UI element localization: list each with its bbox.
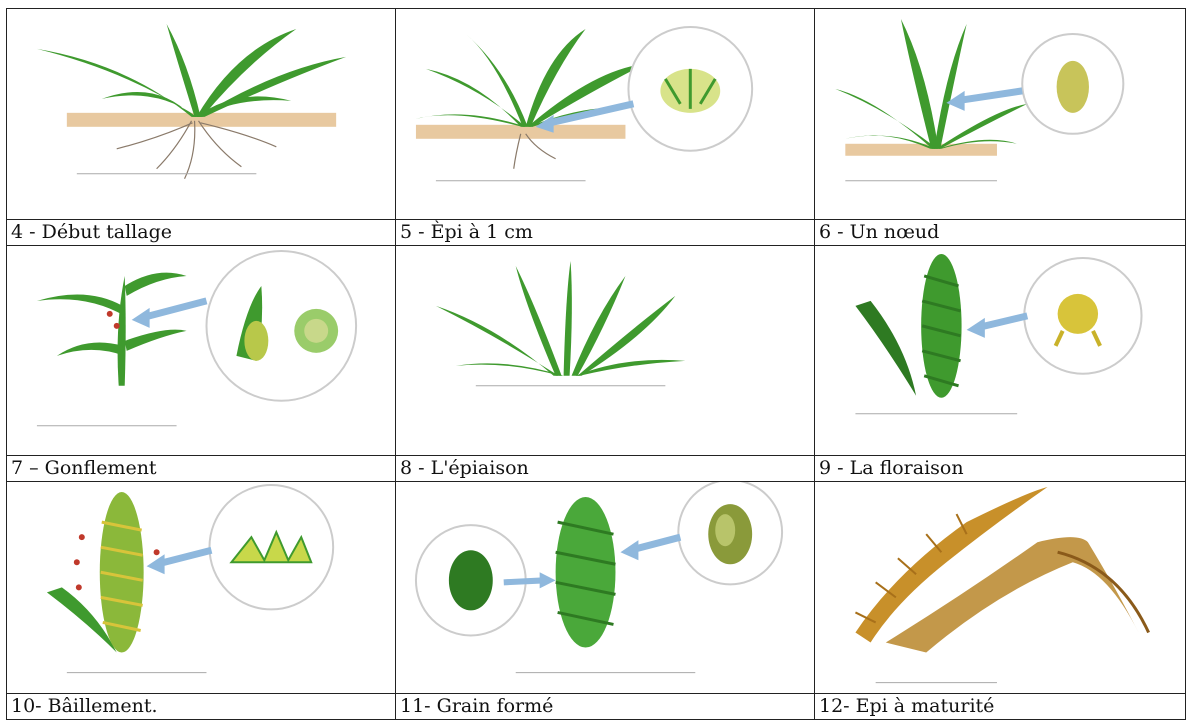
- wheat-stages-table: 4 - Début tallage: [6, 8, 1186, 720]
- stage-cell-5: 5 - Èpi à 1 cm: [396, 9, 815, 246]
- stage-caption: 11- Grain formé: [396, 693, 814, 719]
- stage-illustration-un-noeud: [815, 9, 1185, 219]
- stage-cell-9: 9 - La floraison: [815, 246, 1185, 483]
- stage-caption: 5 - Èpi à 1 cm: [396, 219, 814, 245]
- stage-caption: 12- Epi à maturité: [815, 693, 1185, 719]
- stage-cell-6: 6 - Un nœud: [815, 9, 1185, 246]
- stage-caption: 6 - Un nœud: [815, 219, 1185, 245]
- stage-cell-7: 7 – Gonflement: [7, 246, 396, 483]
- stage-caption: 4 - Début tallage: [7, 219, 395, 245]
- stage-illustration-epi-maturite: [815, 482, 1185, 693]
- stage-illustration-tallage: [7, 9, 395, 219]
- stage-cell-12: 12- Epi à maturité: [815, 482, 1185, 719]
- stage-cell-4: 4 - Début tallage: [7, 9, 396, 246]
- stage-illustration-epiaison: [396, 246, 814, 456]
- stage-caption: 8 - L'épiaison: [396, 455, 814, 481]
- stage-caption: 9 - La floraison: [815, 455, 1185, 481]
- stage-caption: 10- Bâillement.: [7, 693, 395, 719]
- stage-illustration-epi-1cm: [396, 9, 814, 219]
- stage-illustration-grain-forme: [396, 482, 814, 693]
- stage-cell-10: 10- Bâillement.: [7, 482, 396, 719]
- stage-cell-8: 8 - L'épiaison: [396, 246, 815, 483]
- stage-caption: 7 – Gonflement: [7, 455, 395, 481]
- stage-illustration-baillement: [7, 482, 395, 693]
- stage-illustration-floraison: [815, 246, 1185, 456]
- stage-illustration-gonflement: [7, 246, 395, 456]
- stage-cell-11: 11- Grain formé: [396, 482, 815, 719]
